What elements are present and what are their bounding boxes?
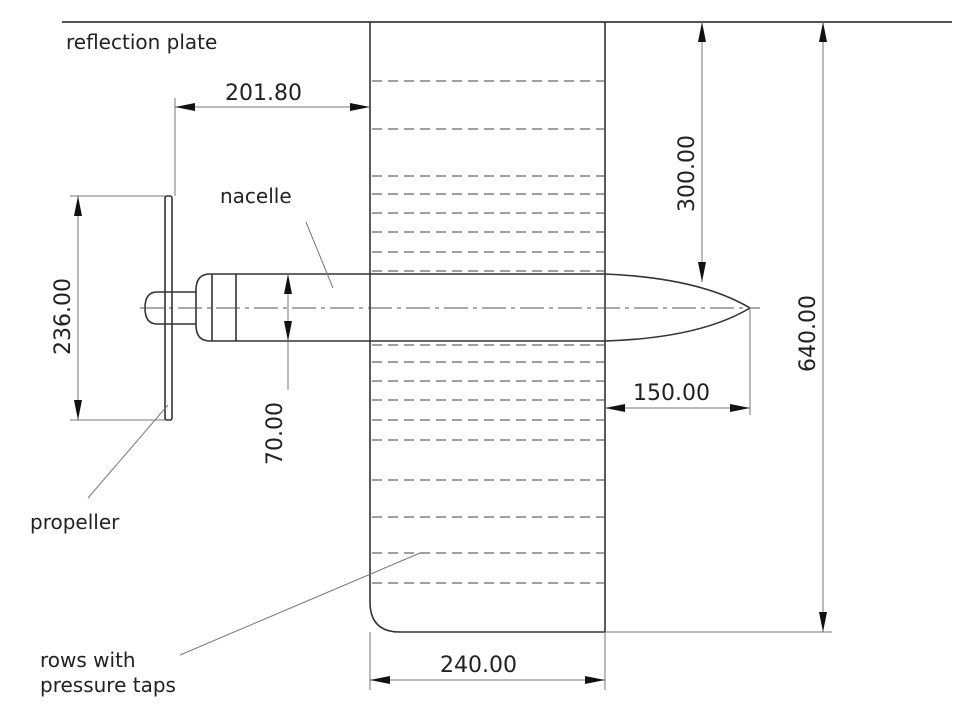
nacelle [140,273,760,342]
pressure-taps-label-line1: rows with [40,648,136,672]
propeller-leader [87,404,169,499]
extension-lines [70,98,832,690]
dim-201-80: 201.80 [225,81,302,106]
pressure-taps-leader [179,552,421,656]
pressure-taps-label-line2: pressure taps [40,673,176,697]
dim-236: 236.00 [51,278,76,355]
dim-150: 150.00 [633,381,710,406]
dim-640: 640.00 [796,295,821,372]
dim-300: 300.00 [675,135,700,212]
nacelle-leader [305,221,334,289]
reflection-plate-label: reflection plate [66,30,217,54]
nacelle-label: nacelle [220,184,292,208]
pressure-tap-rows [372,80,604,584]
dim-240: 240.00 [440,653,517,678]
propeller-label: propeller [30,510,120,534]
dim-70: 70.00 [263,402,288,465]
propeller-blade [164,195,173,421]
wing-outline [369,22,606,633]
